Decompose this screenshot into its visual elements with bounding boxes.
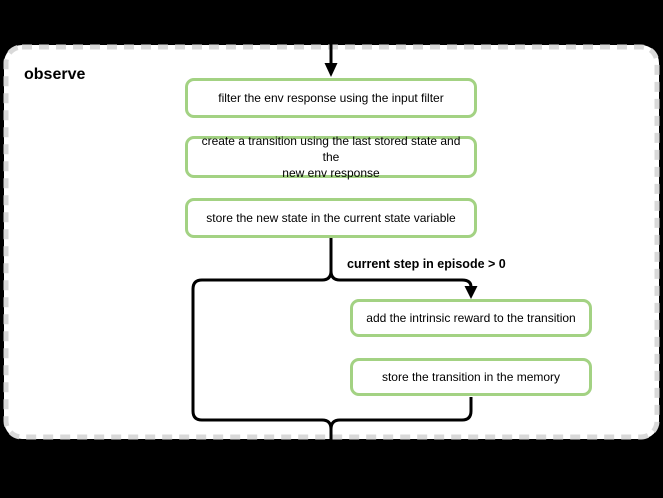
flow-node-store-new-state: store the new state in the current state… [185,198,477,238]
node-label: create a transition using the last store… [201,134,461,180]
diagram-title: observe [24,66,86,83]
flow-node-add-intrinsic-reward: add the intrinsic reward to the transiti… [350,299,592,337]
branch-condition-label: current step in episode > 0 [347,257,506,271]
node-label: store the new state in the current state… [206,211,456,225]
flow-node-create-transition: create a transition using the last store… [185,134,477,180]
node-label: filter the env response using the input … [218,91,444,105]
node-label: add the intrinsic reward to the transiti… [366,311,576,325]
flow-node-store-transition: store the transition in the memory [350,358,592,396]
flow-node-filter-env-response: filter the env response using the input … [185,78,477,118]
node-label: store the transition in the memory [381,370,561,384]
